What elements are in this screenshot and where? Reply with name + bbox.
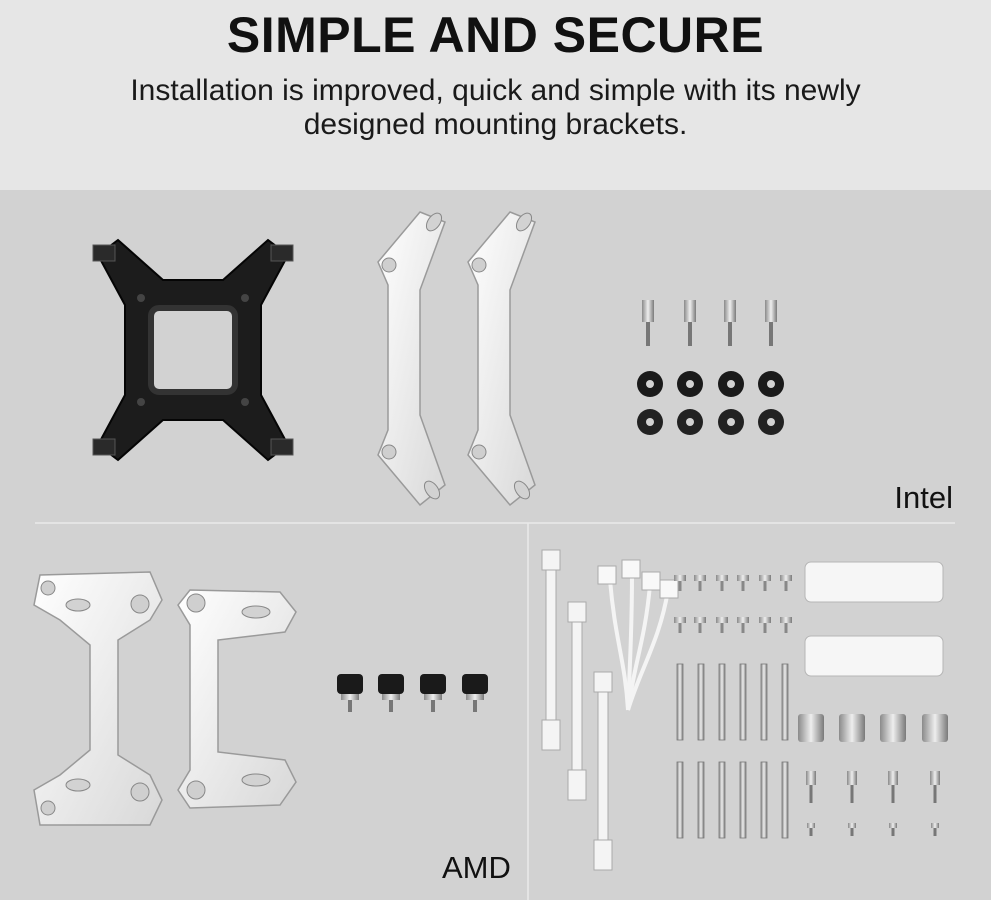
long-screws [676,663,789,839]
intel-backplate [92,238,294,462]
intel-bracket-left [377,211,446,507]
amd-bracket-right [177,589,297,809]
radiator-clips [804,561,944,677]
mount-pins [806,771,940,836]
intel-washers [637,371,784,435]
amd-section-label: AMD [442,850,511,885]
intel-standoffs [642,300,777,346]
fan-splitter-cable [608,574,670,711]
fan-thumb-standoffs [798,714,948,742]
header-banner: SIMPLE AND SECURE Installation is improv… [0,0,991,190]
intel-bracket-right [467,211,536,507]
intel-section-label: Intel [894,480,953,515]
amd-bracket-left [33,571,163,826]
page-title: SIMPLE AND SECURE [226,7,765,63]
small-screws [674,575,792,633]
amd-thumb-screws [337,674,488,712]
splitter-connectors [597,559,679,599]
fan-cables [541,549,613,871]
page-subtitle: Installation is improved, quick and simp… [130,74,861,141]
